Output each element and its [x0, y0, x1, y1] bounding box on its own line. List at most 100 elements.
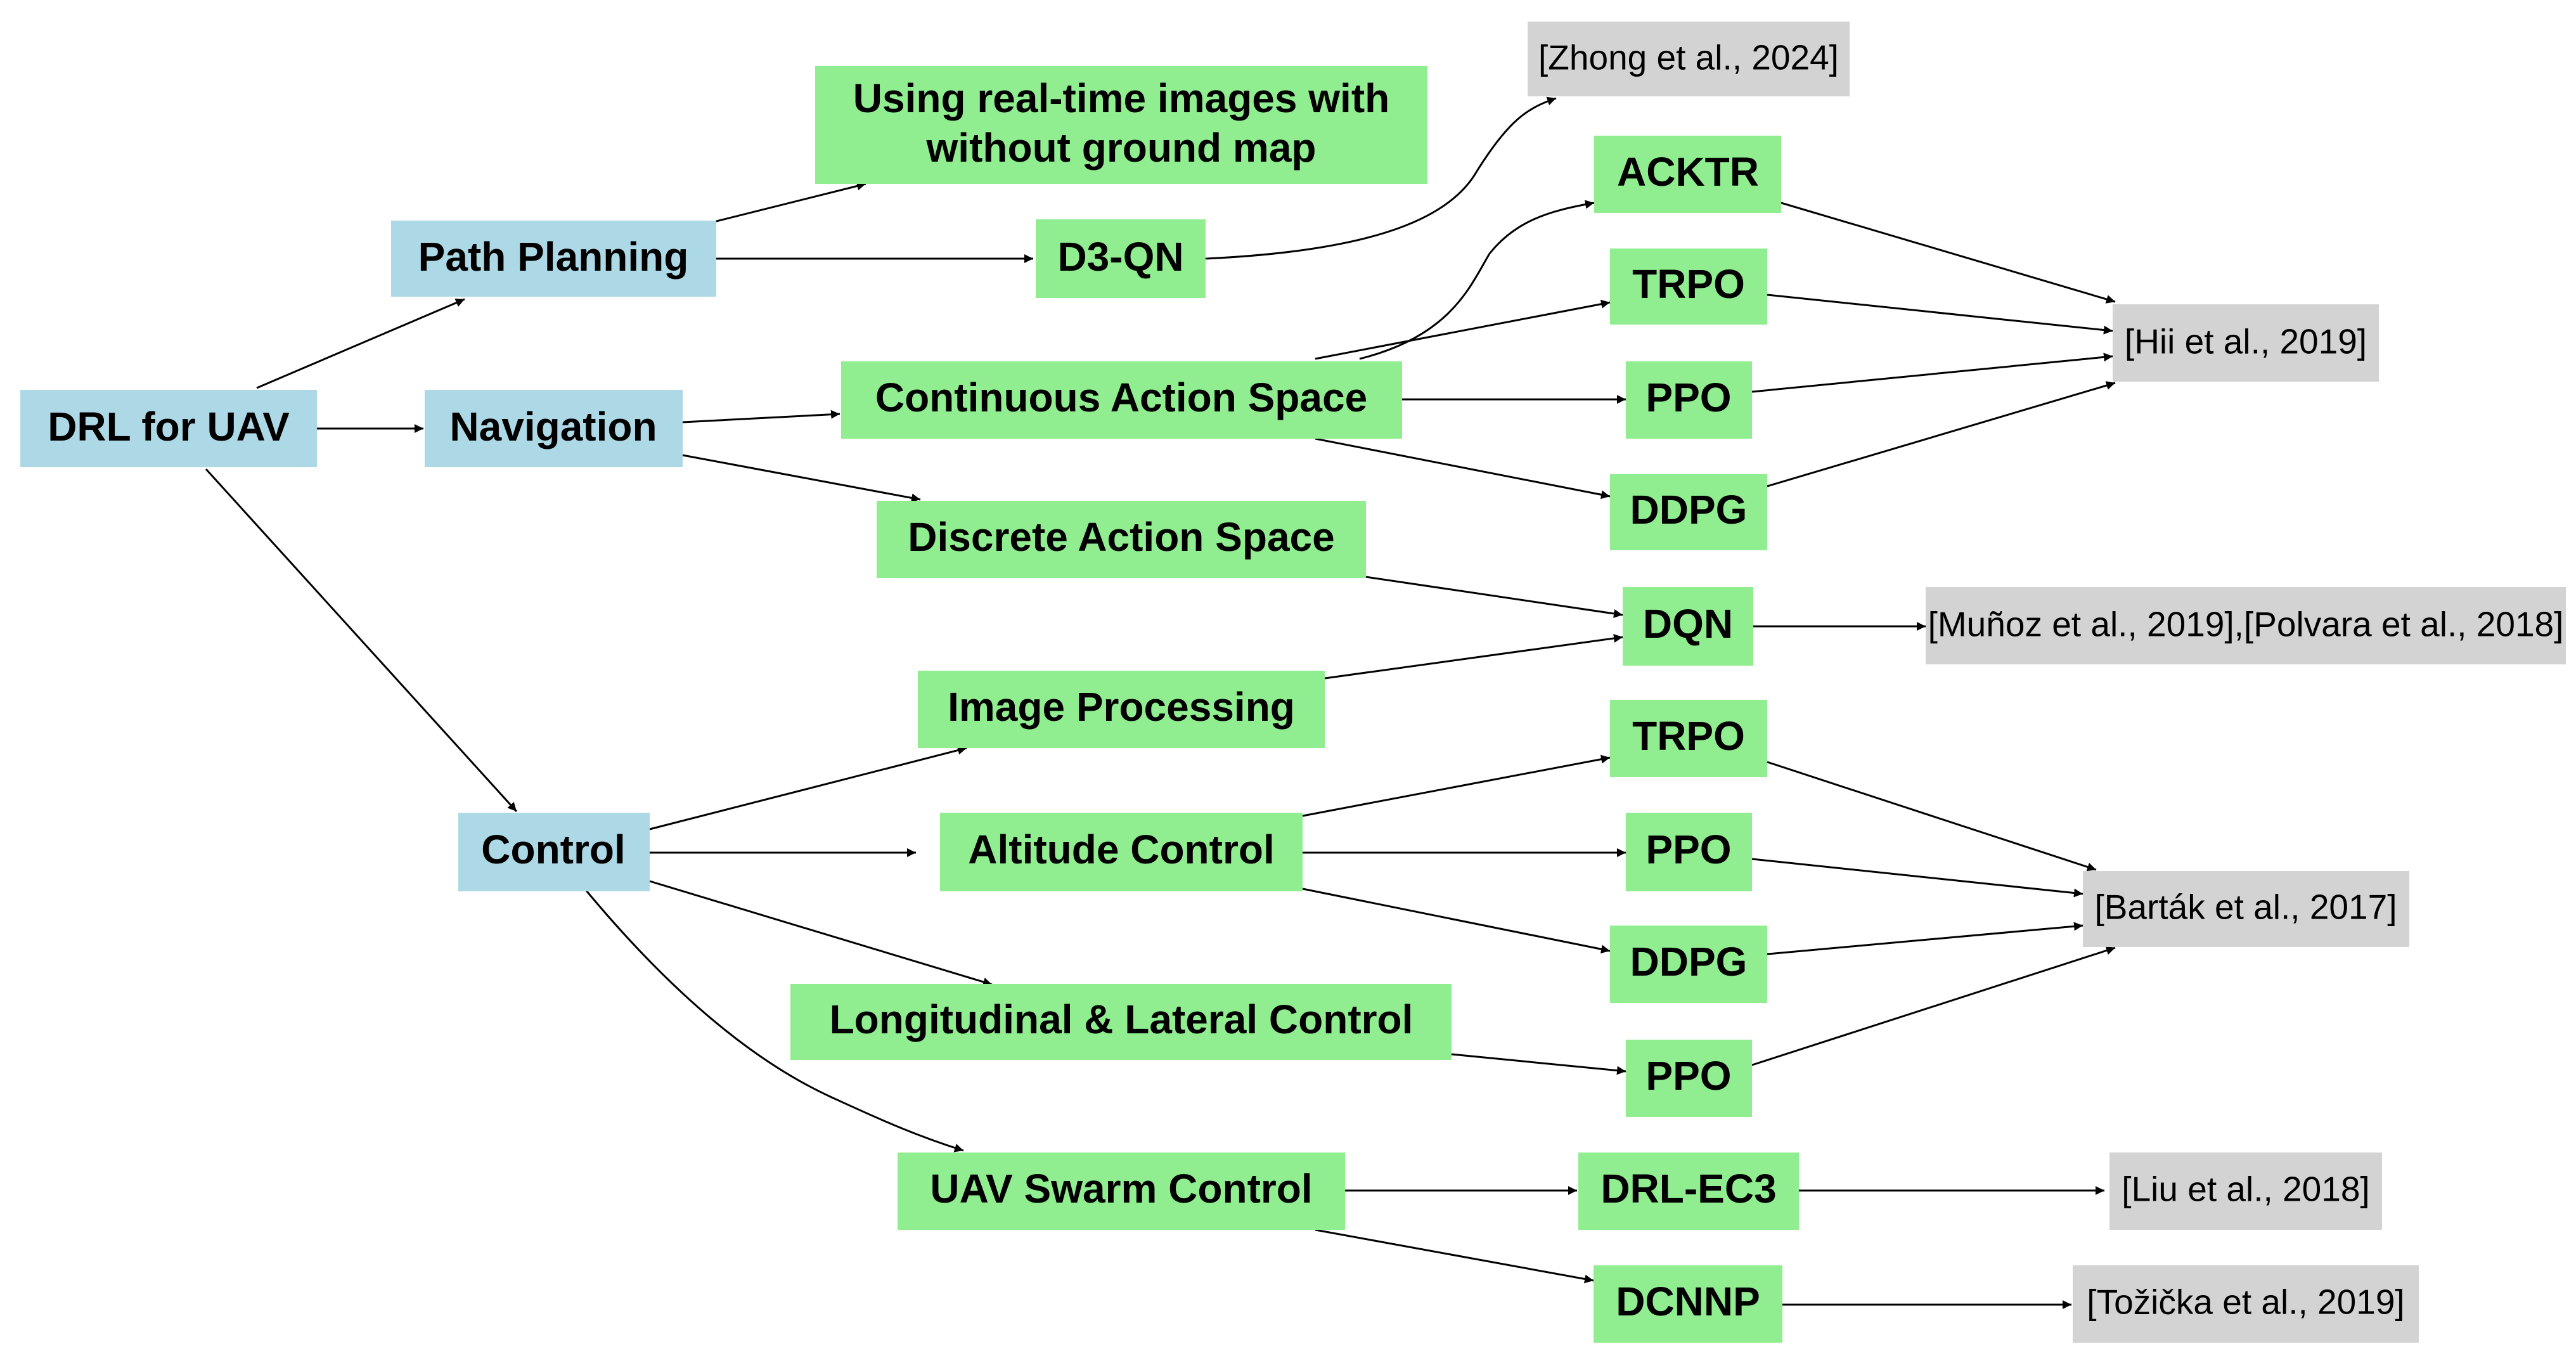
node-box — [1594, 136, 1781, 213]
edge-continuous-trpo-nav — [1315, 299, 1611, 360]
node-label: Longitudinal & Lateral Control — [830, 997, 1414, 1042]
node-box — [815, 66, 1427, 184]
category-nodes: DRL for UAV Path Planning Navigation Con… — [20, 221, 716, 891]
ref-munoz-polvara: [Muñoz et al., 2019],[Polvara et al., 20… — [1926, 587, 2566, 664]
ref-hii-2019: [Hii et al., 2019] — [2113, 304, 2379, 382]
node-acktr: ACKTR — [1594, 136, 1781, 213]
node-label: Control — [481, 827, 626, 872]
node-box — [1623, 587, 1753, 666]
node-label: Image Processing — [948, 684, 1295, 730]
edge-trpo-ctrl-bartak — [1767, 761, 2097, 872]
node-label: DDPG — [1630, 939, 1748, 985]
edge-discrete-dqn — [1365, 576, 1623, 618]
node-label: D3-QN — [1057, 234, 1183, 280]
edge-ppo-long-bartak — [1751, 946, 2116, 1066]
node-ppo-navigation: PPO — [1626, 361, 1752, 439]
node-label: [Hii et al., 2019] — [2125, 322, 2367, 361]
node-box — [2109, 1153, 2382, 1230]
node-box — [918, 671, 1325, 748]
node-d3qn: D3-QN — [1036, 219, 1206, 298]
node-control: Control — [458, 813, 650, 891]
edge-swarm-dcnnp — [1315, 1229, 1594, 1284]
edge-control-longitudinal — [649, 880, 993, 986]
node-label: PPO — [1645, 1053, 1731, 1099]
edge-continuous-ddpg-nav — [1315, 437, 1611, 500]
node-label: DQN — [1643, 601, 1733, 647]
edge-d3qn-zhong — [1205, 96, 1557, 260]
node-altitude-control: Altitude Control — [940, 813, 1303, 891]
edge-drl-path-planning — [256, 298, 465, 389]
node-label: PPO — [1645, 375, 1731, 420]
node-box — [2083, 871, 2409, 947]
method-nodes: Using real-time images with without grou… — [790, 66, 1799, 1343]
node-box — [1926, 587, 2566, 664]
node-box — [20, 390, 317, 467]
node-drl-ec3: DRL-EC3 — [1578, 1153, 1799, 1230]
edge-drl-control — [205, 468, 518, 813]
node-label: DDPG — [1630, 487, 1748, 533]
edge-ddpg-ctrl-bartak — [1767, 922, 2083, 955]
node-box — [1626, 1040, 1752, 1117]
node-image-processing: Image Processing — [918, 671, 1325, 748]
edge-path-planning-realtime — [716, 181, 866, 223]
node-box — [458, 813, 650, 891]
ref-zhong-2024: [Zhong et al., 2024] — [1528, 22, 1850, 96]
edge-navigation-discrete — [682, 454, 921, 503]
node-label: Navigation — [449, 404, 657, 449]
edge-altitude-ddpg-ctrl — [1302, 888, 1611, 954]
ref-tozicka-2019: [Tožička et al., 2019] — [2073, 1265, 2419, 1343]
node-box — [1626, 813, 1752, 891]
node-box — [940, 813, 1303, 891]
node-box — [841, 361, 1402, 439]
node-ppo-longitudinal: PPO — [1626, 1040, 1752, 1117]
ref-bartak-2017: [Barták et al., 2017] — [2083, 871, 2409, 947]
node-longitudinal-lateral-control: Longitudinal & Lateral Control — [790, 984, 1452, 1060]
node-box — [1626, 361, 1752, 439]
node-label: [Zhong et al., 2024] — [1538, 38, 1839, 77]
node-continuous-action-space: Continuous Action Space — [841, 361, 1402, 439]
node-ddpg-navigation: DDPG — [1610, 474, 1767, 550]
node-label: [Muñoz et al., 2019],[Polvara et al., 20… — [1928, 605, 2564, 644]
node-box — [1036, 219, 1206, 298]
edges — [205, 96, 2116, 1309]
node-label: DRL-EC3 — [1600, 1166, 1776, 1211]
edge-control-swarm — [585, 890, 964, 1153]
edge-ppo-ctrl-bartak — [1751, 858, 2083, 898]
node-dqn: DQN — [1623, 587, 1753, 666]
node-box — [1610, 700, 1767, 777]
node-label: DCNNP — [1616, 1279, 1760, 1324]
node-label: [Tožička et al., 2019] — [2087, 1282, 2404, 1322]
node-box — [1610, 474, 1767, 550]
edge-longitudinal-ppo-long — [1451, 1053, 1626, 1075]
edge-trpo-nav-hii — [1767, 294, 2113, 335]
node-label: [Liu et al., 2018] — [2122, 1170, 2369, 1209]
node-navigation: Navigation — [425, 390, 683, 467]
node-box — [1528, 22, 1850, 96]
node-label: UAV Swarm Control — [930, 1166, 1312, 1211]
edge-ppo-nav-hii — [1751, 352, 2113, 393]
node-label-line-1: Using real-time images with — [853, 75, 1389, 121]
node-label: Continuous Action Space — [875, 375, 1367, 420]
node-box — [790, 984, 1452, 1060]
node-box — [1594, 1265, 1782, 1343]
node-box — [1610, 249, 1767, 325]
node-label: TRPO — [1632, 713, 1745, 759]
node-discrete-action-space: Discrete Action Space — [877, 501, 1366, 578]
edge-control-image-processing — [649, 746, 967, 830]
ref-liu-2018: [Liu et al., 2018] — [2109, 1153, 2382, 1230]
edge-altitude-trpo-ctrl — [1302, 754, 1611, 817]
node-uav-swarm-control: UAV Swarm Control — [898, 1153, 1345, 1230]
node-box — [2073, 1265, 2419, 1343]
node-box — [1610, 926, 1767, 1003]
node-label: Discrete Action Space — [908, 514, 1334, 560]
node-path-planning: Path Planning — [391, 221, 716, 297]
edge-navigation-continuous — [682, 410, 840, 423]
node-box — [898, 1153, 1345, 1230]
node-label: PPO — [1645, 827, 1731, 872]
node-label: ACKTR — [1617, 149, 1759, 195]
node-box — [425, 390, 683, 467]
edge-acktr-hii — [1781, 202, 2116, 304]
edge-image-processing-dqn — [1324, 633, 1623, 680]
node-label-line-2: without ground map — [926, 125, 1317, 171]
